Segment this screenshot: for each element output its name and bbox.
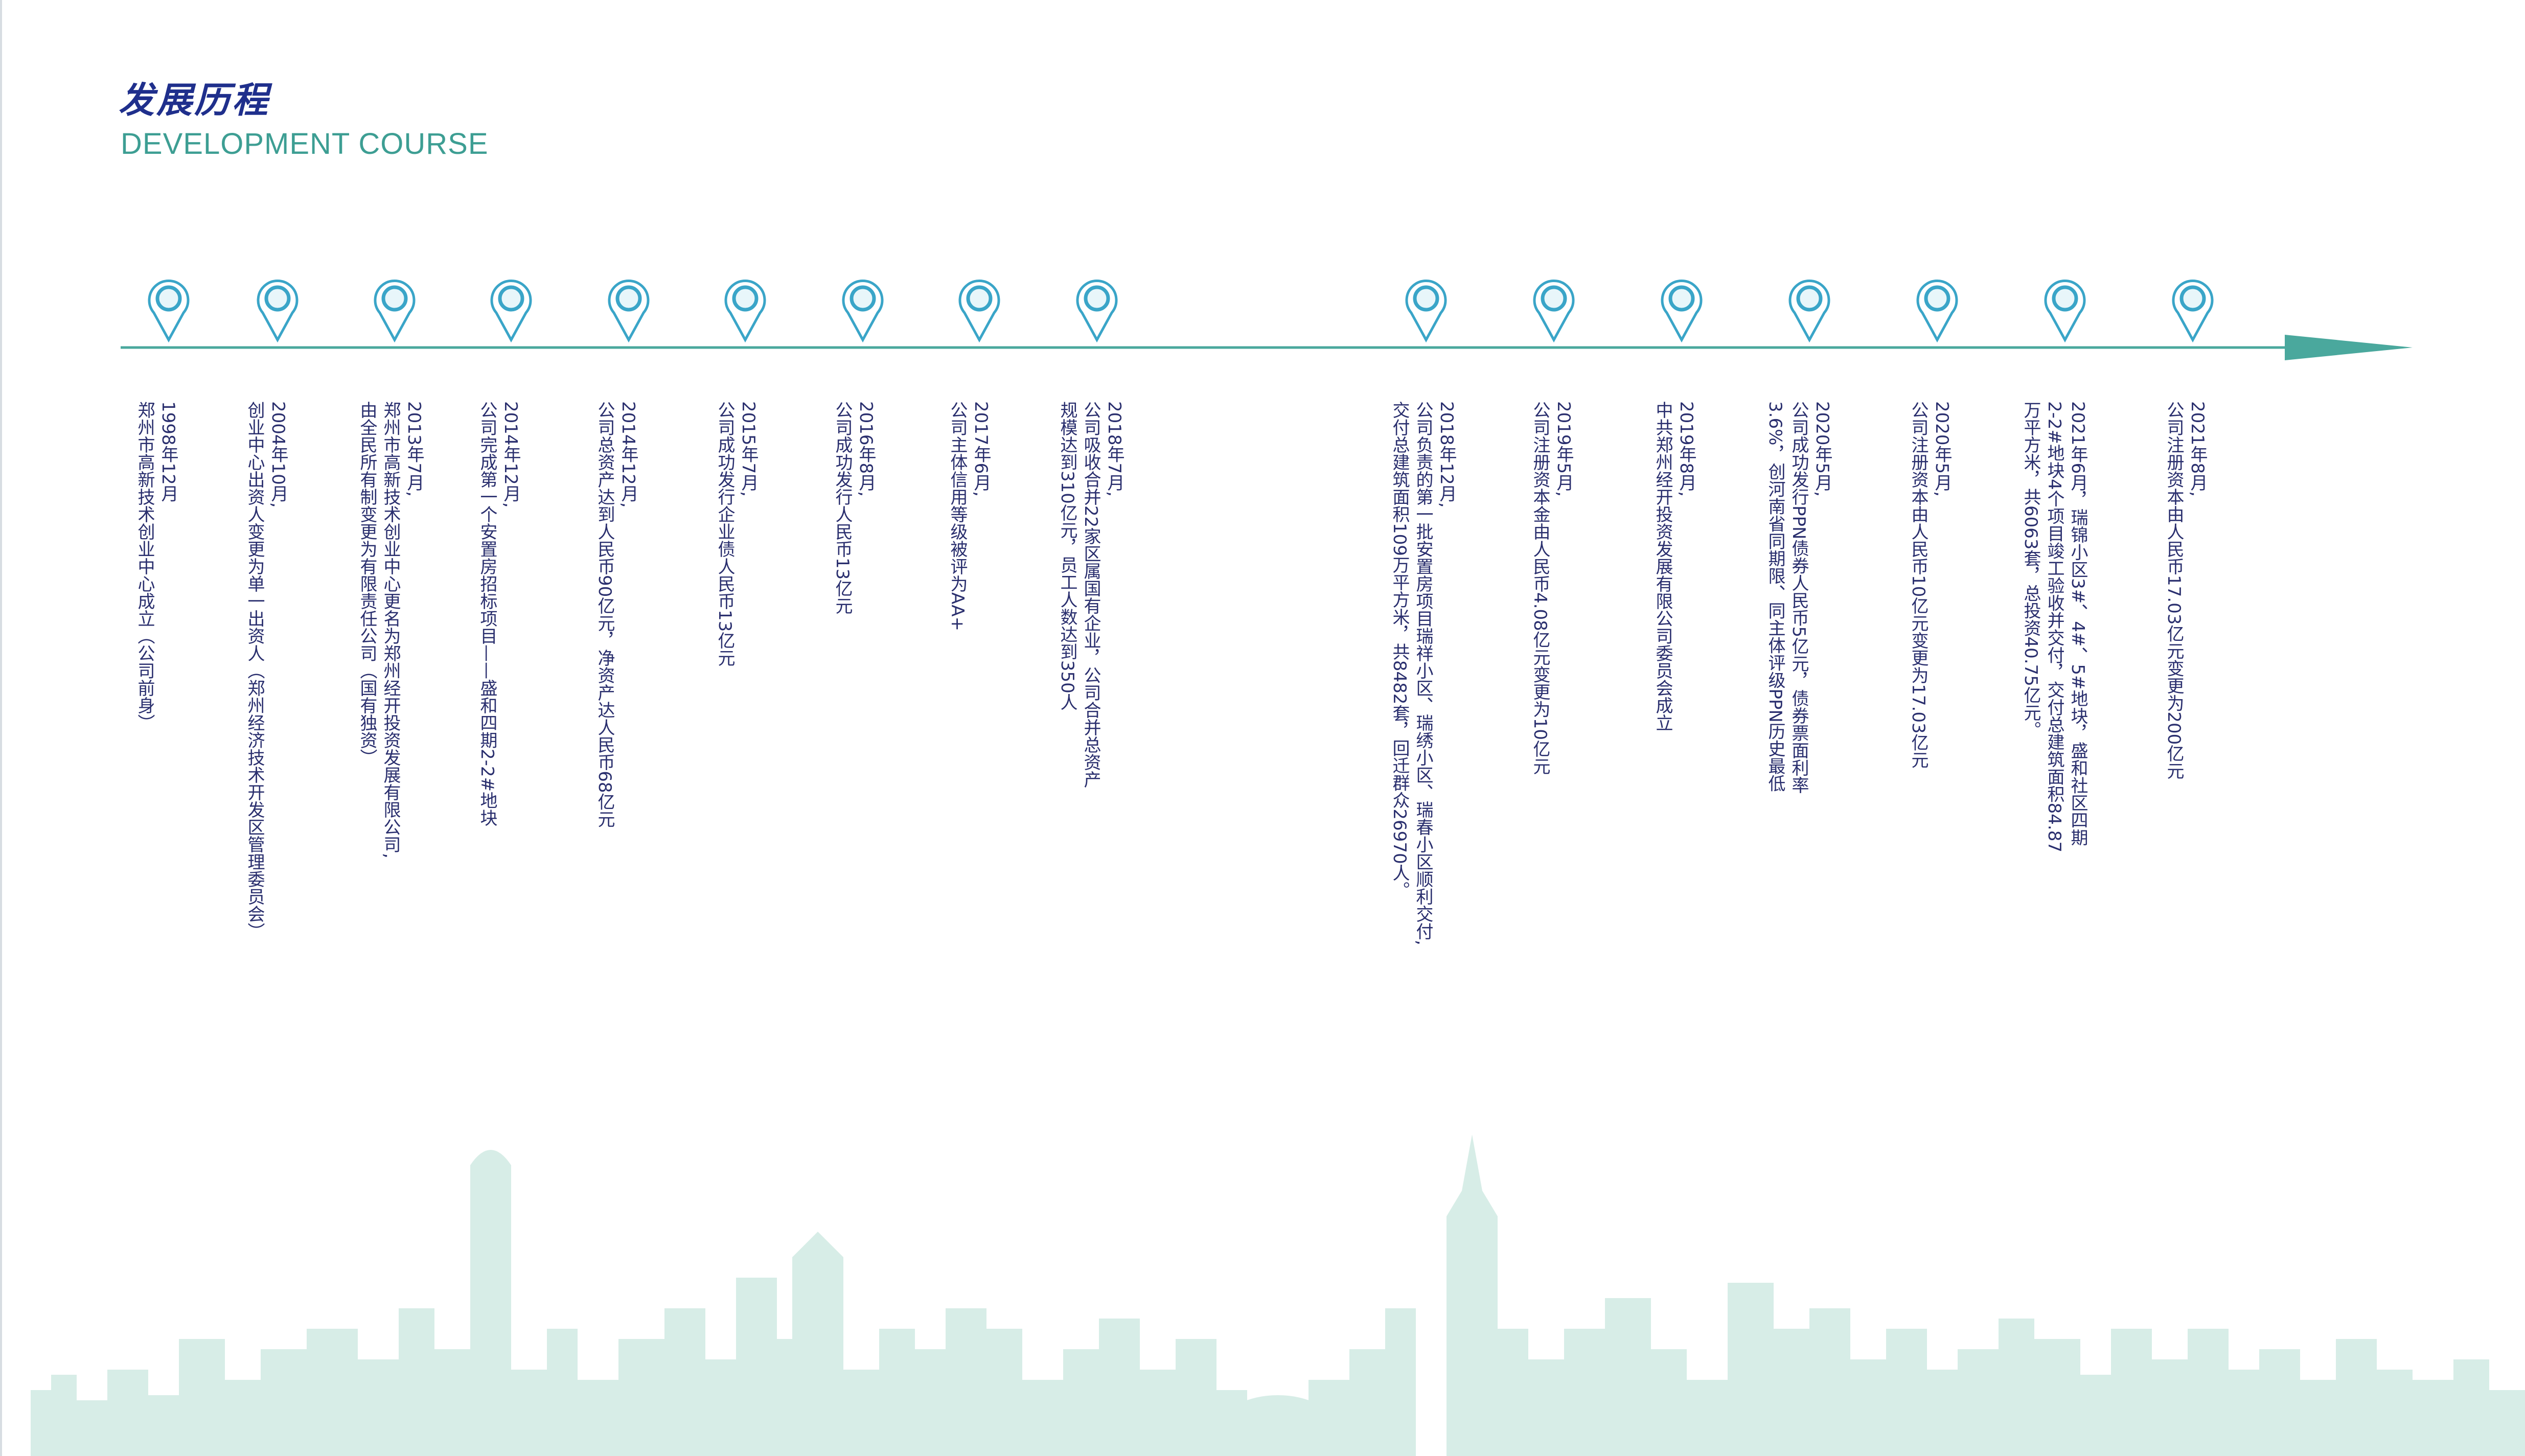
map-pin-icon	[724, 279, 766, 342]
map-pin-icon	[490, 279, 532, 342]
page-edge	[0, 0, 2, 1456]
map-pin-icon	[1405, 279, 1447, 342]
timeline-event-text: 2021年6月，瑞锦小区3#、4#、5#地块，盛和社区四期 2-2#地块4个项目…	[2021, 401, 2088, 852]
timeline-event-text: 2021年8月, 公司注册资本由人民币17.03亿元变更为200亿元	[2164, 401, 2208, 780]
timeline-arrow-head	[2285, 335, 2413, 360]
map-pin-icon	[374, 279, 416, 342]
timeline-event-text: 2017年6月, 公司主体信用等级被评为AA+	[947, 401, 991, 631]
page-subtitle: DEVELOPMENT COURSE	[121, 127, 489, 160]
timeline-event-text: 2015年7月, 公司成功发行企业债人民币13亿元	[715, 401, 759, 667]
map-pin-icon	[1916, 279, 1958, 342]
map-pin-icon	[1661, 279, 1703, 342]
page-title: 发展历程	[119, 79, 270, 121]
timeline-event-text: 2020年5月, 公司成功发行PPN债券人民币5亿元，债券票面利率 3.6%，创…	[1765, 401, 1832, 794]
timeline-event-text: 2013年7月, 郑州市高新技术创业中心更名为郑州经开投资发展有限公司, 由全民…	[357, 401, 424, 859]
timeline-event-text: 2019年8月, 中共郑州经开投资发展有限公司委员会成立	[1652, 401, 1696, 731]
map-pin-icon	[2044, 279, 2086, 342]
map-pin-icon	[1788, 279, 1830, 342]
map-pin-icon	[2172, 279, 2214, 342]
map-pin-icon	[842, 279, 884, 342]
map-pin-icon	[1533, 279, 1575, 342]
timeline-event-text: 2004年10月, 创业中心出资人变更为单一出资人（郑州经济技术开发区管理委员会…	[244, 401, 288, 940]
timeline-event-text: 2014年12月, 公司完成第一个安置房招标项目——盛和四期2-2#地块	[477, 401, 521, 827]
timeline-event-text: 1998年12月 郑州市高新技术创业中心成立（公司前身）	[134, 401, 178, 731]
map-pin-icon	[958, 279, 1000, 342]
map-pin-icon	[148, 279, 190, 342]
timeline-event-text: 2019年5月, 公司注册资本金由人民币4.08亿元变更为10亿元	[1530, 401, 1574, 775]
timeline-event-text: 2018年12月, 公司负责的第一批安置房项目瑞祥小区、瑞绣小区、瑞春小区顺利交…	[1389, 401, 1457, 945]
timeline-event-text: 2018年7月, 公司吸收合并22家区属国有企业，公司合并总资产 规模达到310…	[1057, 401, 1124, 789]
timeline-event-text: 2020年5月, 公司注册资本由人民币10亿元变更为17.03亿元	[1908, 401, 1952, 769]
map-pin-icon	[257, 279, 299, 342]
timeline-event-text: 2016年8月, 公司成功发行人民币13亿元	[832, 401, 876, 615]
map-pin-icon	[1076, 279, 1118, 342]
timeline-event-text: 2014年12月, 公司总资产达到人民币90亿元，净资产达人民币68亿元	[594, 401, 638, 828]
map-pin-icon	[608, 279, 650, 342]
